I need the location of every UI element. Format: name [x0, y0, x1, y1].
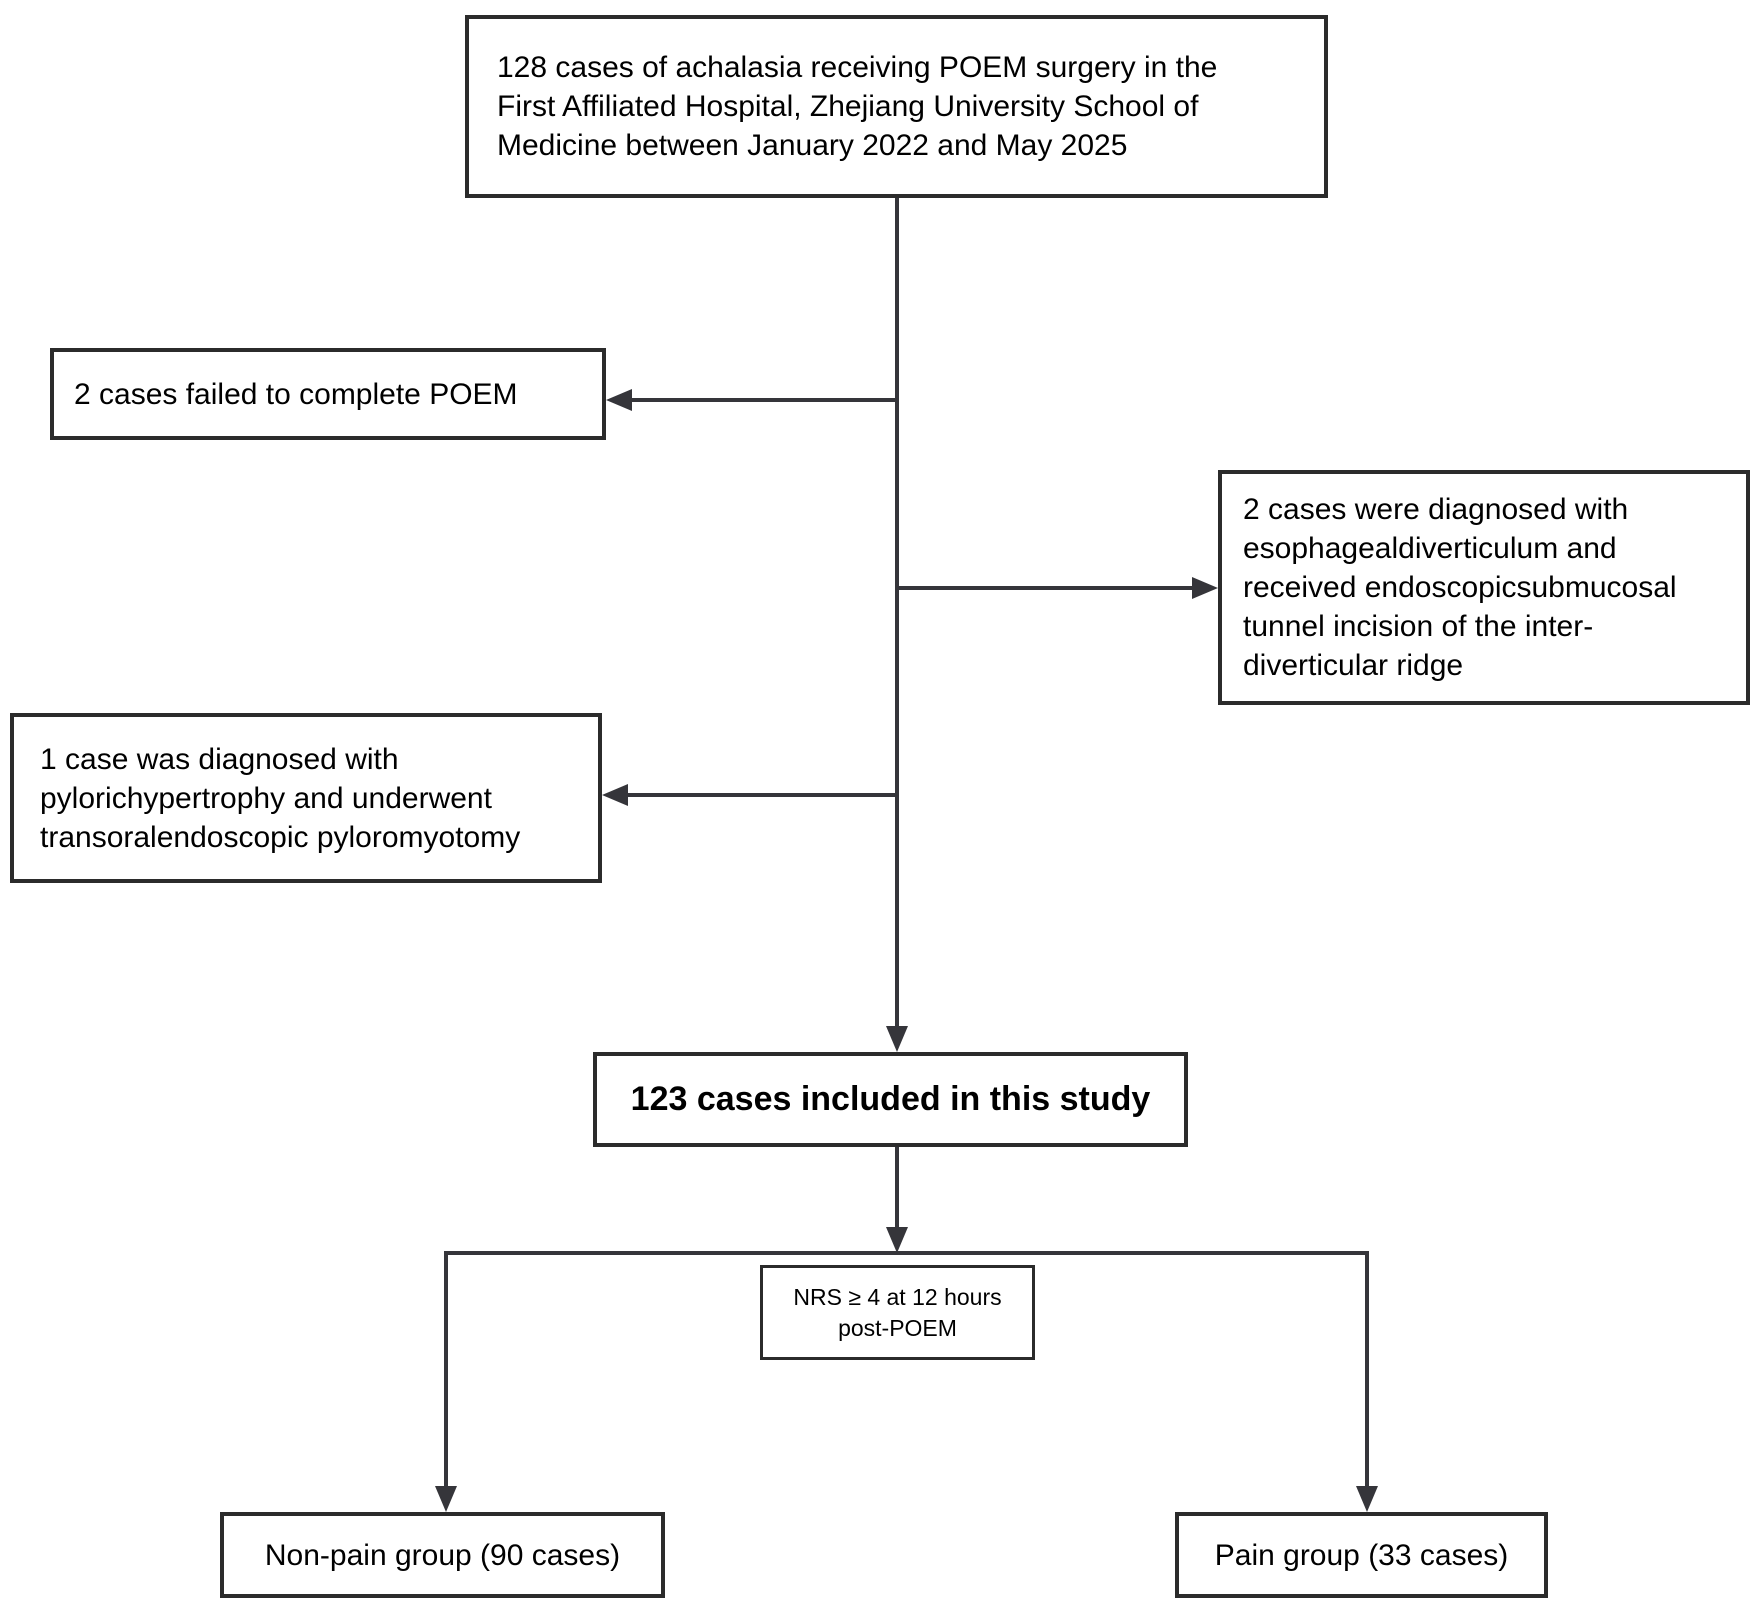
criterion-box: NRS ≥ 4 at 12 hours post-POEM	[760, 1265, 1035, 1360]
arrowhead-down-branch-icon	[886, 1227, 908, 1253]
connector-to-excl-diverticulum	[897, 586, 1194, 590]
arrowhead-right-diverticulum-icon	[1192, 577, 1218, 599]
enrollment-box: 128 cases of achalasia receiving POEM su…	[465, 15, 1328, 198]
enrollment-line: Medicine between January 2022 and May 20…	[497, 129, 1128, 162]
included-text: 123 cases included in this study	[630, 1080, 1151, 1118]
connector-to-excl-failed	[630, 398, 897, 402]
pain-group-text: Pain group (33 cases)	[1214, 1538, 1509, 1572]
criterion-line: NRS ≥ 4 at 12 hours	[793, 1283, 1002, 1310]
connector-branch-left	[444, 1251, 448, 1488]
exclusion-diverticulum-line: 2 cases were diagnosed with	[1243, 493, 1629, 526]
non-pain-group-text: Non-pain group (90 cases)	[264, 1538, 621, 1572]
exclusion-diverticulum-box: 2 cases were diagnosed with esophagealdi…	[1218, 470, 1750, 705]
pain-group-box: Pain group (33 cases)	[1175, 1512, 1548, 1598]
exclusion-pyloric-line: 1 case was diagnosed with	[40, 742, 399, 776]
connector-to-excl-pyloric	[626, 793, 897, 797]
arrowhead-down-nonpain-icon	[435, 1486, 457, 1512]
exclusion-diverticulum-line: diverticular ridge	[1243, 649, 1464, 682]
connector-branch-right	[1365, 1251, 1369, 1488]
exclusion-failed-text: 2 cases failed to complete POEM	[74, 377, 518, 411]
connector-included-to-branch	[895, 1147, 899, 1229]
exclusion-pyloric-box: 1 case was diagnosed with pylorichypertr…	[10, 713, 602, 883]
enrollment-line: First Affiliated Hospital, Zhejiang Univ…	[497, 90, 1199, 123]
arrowhead-down-pain-icon	[1356, 1486, 1378, 1512]
included-box: 123 cases included in this study	[593, 1052, 1188, 1147]
arrowhead-left-pyloric-icon	[602, 784, 628, 806]
arrowhead-left-failed-icon	[606, 389, 632, 411]
non-pain-group-box: Non-pain group (90 cases)	[220, 1512, 665, 1598]
exclusion-pyloric-line: transoralendoscopic pyloromyotomy	[40, 820, 521, 854]
exclusion-diverticulum-line: received endoscopicsubmucosal	[1243, 571, 1677, 604]
criterion-line: post-POEM	[838, 1314, 957, 1341]
exclusion-failed-box: 2 cases failed to complete POEM	[50, 348, 606, 440]
exclusion-diverticulum-line: esophagealdiverticulum and	[1243, 532, 1617, 565]
enrollment-line: 128 cases of achalasia receiving POEM su…	[497, 51, 1218, 84]
exclusion-diverticulum-line: tunnel incision of the inter-	[1243, 610, 1594, 643]
connector-main-vertical	[895, 198, 899, 1028]
arrowhead-down-included-icon	[886, 1026, 908, 1052]
connector-branch-horizontal	[444, 1251, 1369, 1255]
exclusion-pyloric-line: pylorichypertrophy and underwent	[40, 781, 492, 815]
